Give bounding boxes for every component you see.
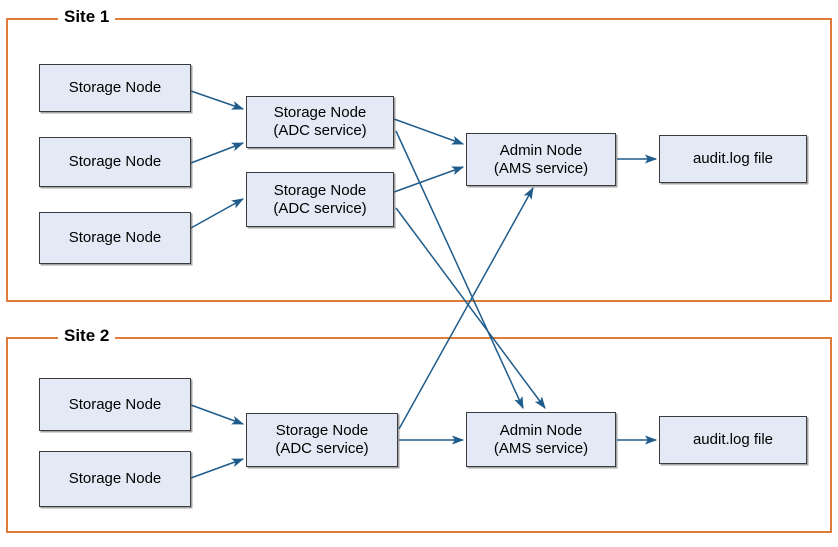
node-storage-node-s1-3[interactable]: Storage Node	[39, 212, 191, 264]
node-label-line1: Storage Node	[273, 104, 367, 122]
node-label-line1: Storage Node	[68, 153, 162, 171]
node-label-line1: Admin Node	[499, 141, 583, 159]
node-label-line1: audit.log file	[692, 150, 774, 168]
edge-s2sn2-to-s2adc1	[190, 458, 245, 479]
site-1-frame	[6, 18, 832, 302]
node-label-line2: (ADC service)	[273, 199, 367, 217]
edge-s2sn1-to-s2adc1	[190, 404, 245, 425]
node-label-line1: Storage Node	[275, 422, 369, 440]
site-2-label: Site 2	[58, 327, 116, 344]
site-1-label: Site 1	[58, 8, 116, 25]
edge-s1sn3-to-s1adc2	[190, 198, 245, 229]
edge-s1sn1-to-s1adc1	[190, 90, 245, 110]
node-label-line2: (AMS service)	[493, 159, 589, 177]
node-admin-node-ams-s1[interactable]: Admin Node (AMS service)	[466, 133, 616, 186]
node-label-line1: Storage Node	[68, 470, 162, 488]
node-storage-node-adc-s1-2[interactable]: Storage Node (ADC service)	[246, 172, 394, 227]
node-label-line1: Storage Node	[273, 181, 367, 199]
edge-s1adc1-to-s2admin	[395, 130, 524, 410]
node-admin-node-ams-s2[interactable]: Admin Node (AMS service)	[466, 412, 616, 467]
edge-s1adc2-to-s1admin	[393, 166, 465, 193]
node-label-line1: Storage Node	[68, 79, 162, 97]
node-storage-node-s1-2[interactable]: Storage Node	[39, 137, 191, 187]
site-2-frame	[6, 337, 832, 533]
node-storage-node-adc-s1-1[interactable]: Storage Node (ADC service)	[246, 96, 394, 148]
node-label-line2: (ADC service)	[273, 122, 367, 139]
node-audit-log-file-s1[interactable]: audit.log file	[659, 135, 807, 183]
node-label-line2: (AMS service)	[493, 439, 589, 457]
node-label-line1: Storage Node	[68, 229, 162, 247]
node-label-line1: audit.log file	[692, 431, 774, 449]
node-label-line2: (ADC service)	[275, 440, 369, 457]
node-storage-node-adc-s2-1[interactable]: Storage Node (ADC service)	[246, 413, 398, 467]
node-label-line1: Admin Node	[499, 421, 583, 439]
edge-s1adc2-to-s2admin	[395, 207, 546, 409]
node-storage-node-s2-2[interactable]: Storage Node	[39, 451, 191, 507]
edge-s2adc1-to-s1admin	[398, 186, 534, 430]
node-storage-node-s1-1[interactable]: Storage Node	[39, 64, 191, 112]
edge-s1sn2-to-s1adc1	[190, 142, 245, 164]
node-storage-node-s2-1[interactable]: Storage Node	[39, 378, 191, 431]
node-audit-log-file-s2[interactable]: audit.log file	[659, 416, 807, 464]
edge-s1adc1-to-s1admin	[393, 118, 465, 145]
node-label-line1: Storage Node	[68, 395, 162, 413]
